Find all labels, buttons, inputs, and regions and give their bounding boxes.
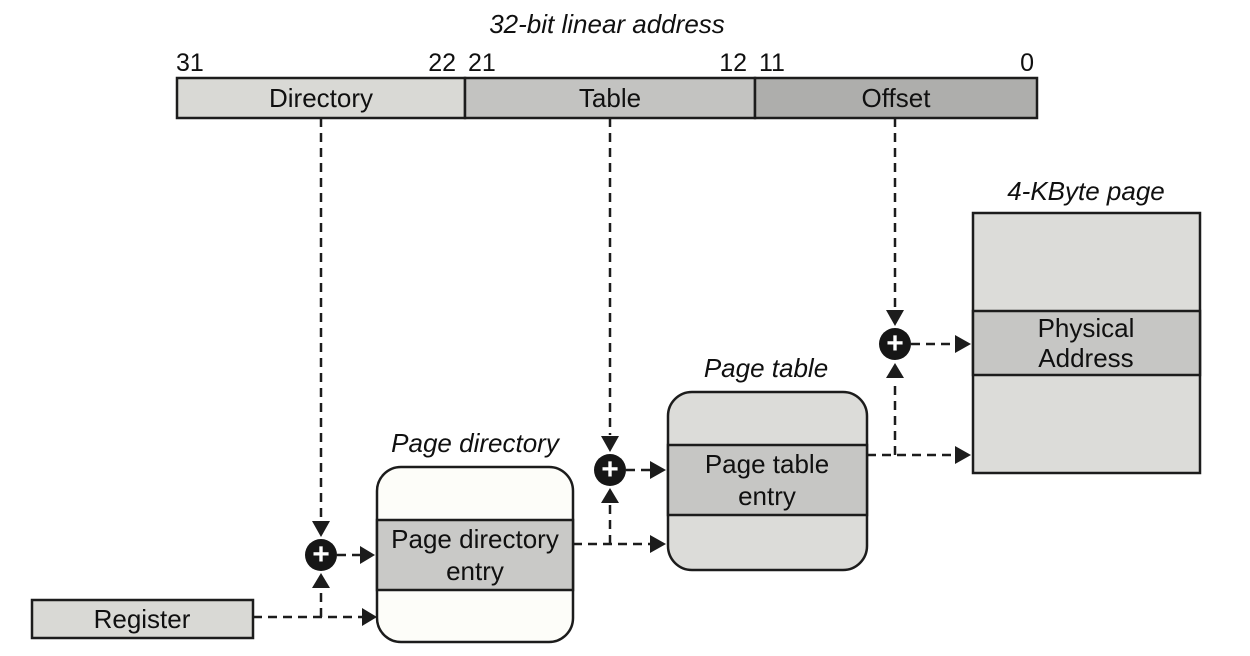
adder-table: +: [594, 453, 666, 486]
bit-label-11: 11: [759, 49, 785, 77]
arrowhead-icon: [955, 335, 971, 353]
linear-address-title: 32-bit linear address: [489, 9, 725, 39]
physical-address-label-line1: Physical: [1038, 313, 1135, 343]
plus-symbol: +: [886, 327, 904, 360]
register-body: [30, 598, 255, 640]
physical-address-band: [971, 309, 1202, 377]
pde-base-line: [573, 488, 666, 553]
adder-offset: +: [879, 327, 971, 360]
bit-label-31: 31: [176, 49, 204, 77]
arrowhead-icon: [312, 521, 330, 537]
plus-symbol: +: [601, 453, 619, 486]
page-table-entry-label-line2: entry: [738, 481, 796, 511]
plus-adder-icon: [594, 454, 626, 486]
bit-label-21: 21: [468, 49, 496, 77]
page-table-entry-band: [666, 443, 869, 517]
arrowhead-icon: [601, 436, 619, 452]
plus-symbol: +: [312, 538, 330, 571]
register-base-line: [253, 573, 377, 626]
arrowhead-icon: [601, 488, 619, 503]
register-label: Register: [94, 604, 191, 634]
page-table-entry-label-line1: Page table: [705, 449, 829, 479]
page-table-box: Page table Page table entry: [666, 353, 869, 572]
plus-adder-icon: [879, 328, 911, 360]
bit-label-0: 0: [1020, 49, 1034, 77]
page-directory-entry-label-line1: Page directory: [391, 524, 559, 554]
page-frame-title: 4-KByte page: [1007, 176, 1165, 206]
physical-address-label-line2: Address: [1038, 343, 1133, 373]
arrowhead-icon: [886, 310, 904, 326]
arrowhead-icon: [650, 535, 666, 553]
pte-base-line: [867, 363, 971, 464]
arrowhead-icon: [360, 546, 375, 564]
linear-address-bar: 32-bit linear address 31 22 21 12 11 0 D…: [175, 9, 1039, 120]
page-frame-box: 4-KByte page Physical Address: [971, 176, 1202, 475]
field-index-lines: [312, 118, 904, 537]
arrowhead-icon: [312, 573, 330, 588]
page-directory-box: Page directory Page directory entry: [375, 428, 575, 644]
offset-field-label: Offset: [862, 83, 932, 113]
directory-field-label: Directory: [269, 83, 373, 113]
bit-label-12: 12: [719, 49, 747, 77]
bit-label-22: 22: [428, 49, 456, 77]
directory-field: [175, 76, 467, 120]
adder-directory: +: [305, 538, 375, 571]
plus-adder-icon: [305, 539, 337, 571]
table-field-label: Table: [579, 83, 641, 113]
register-box: Register: [30, 598, 255, 640]
page-directory-title: Page directory: [391, 428, 561, 458]
arrowhead-icon: [362, 608, 377, 626]
arrowhead-icon: [955, 446, 971, 464]
arrowhead-icon: [886, 363, 904, 378]
arrowhead-icon: [650, 461, 666, 479]
page-directory-entry-label-line2: entry: [446, 556, 504, 586]
page-table-title: Page table: [704, 353, 828, 383]
page-directory-entry-band: [375, 518, 575, 592]
